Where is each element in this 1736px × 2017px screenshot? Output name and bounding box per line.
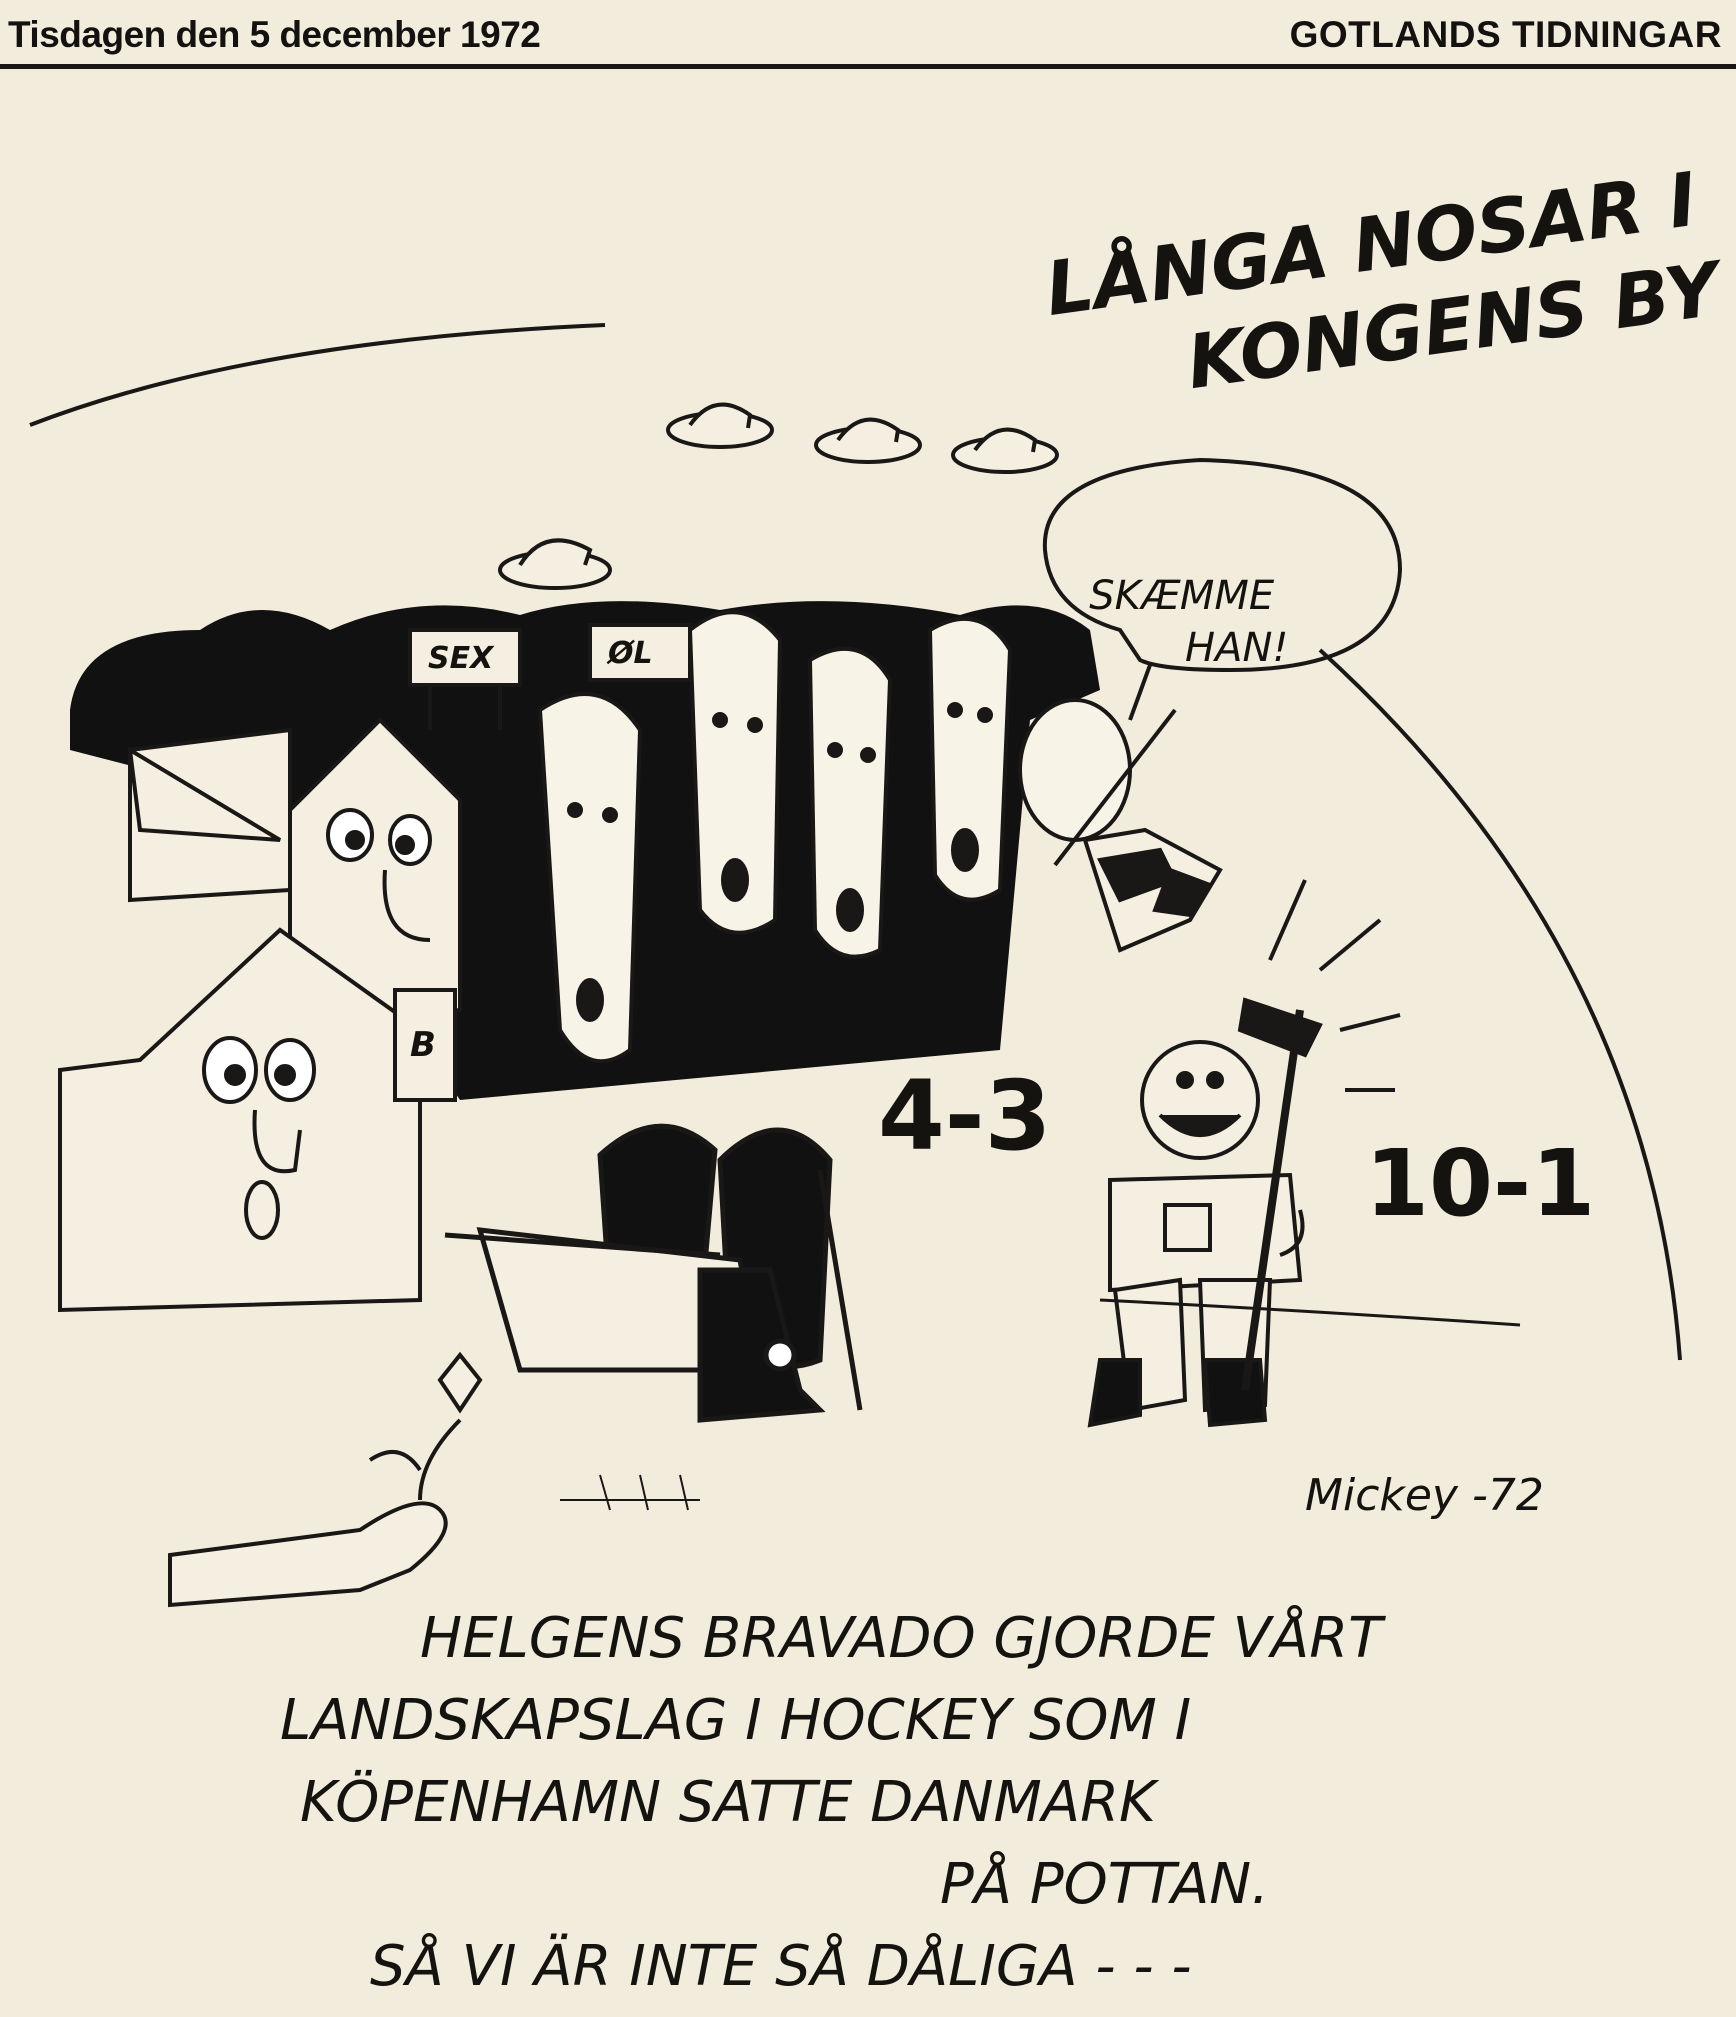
sign-ol-label: ØL <box>608 636 653 671</box>
hand-with-tulip <box>168 1351 483 1608</box>
newspaper-name: GOTLANDS TIDNINGAR <box>1289 14 1722 55</box>
hockey-player <box>1087 997 1323 1428</box>
horizon-arc <box>29 323 606 427</box>
cartoon-caption: HELGENS BRAVADO GJORDE VÅRT LANDSKAPSLAG… <box>270 1598 1382 2017</box>
artist-signature: Mickey -72 <box>1305 1470 1544 1521</box>
cartoon-illustration <box>29 323 1682 1608</box>
danish-flag <box>1053 708 1223 953</box>
masthead-rule <box>0 64 1736 69</box>
masthead: Tisdagen den 5 december 1972 GOTLANDS TI… <box>0 0 1736 69</box>
speech-line-1: SKÆMME <box>1089 573 1275 619</box>
issue-date: Tisdagen den 5 december 1972 <box>8 14 541 55</box>
sign-ol <box>588 623 692 682</box>
score-left: 4-3 <box>878 1060 1052 1172</box>
caption-line-3: KÖPENHAMN SATTE DANMARK <box>300 1770 1156 1835</box>
fallen-skater <box>444 1123 863 1423</box>
rink-arc <box>1318 648 1682 1361</box>
speech-bubble <box>1042 457 1403 673</box>
sign-b <box>393 988 457 1102</box>
spectator-eyes <box>567 702 993 823</box>
house-left-back <box>127 727 292 903</box>
hatch-marks <box>560 1474 700 1511</box>
caption-line-2: LANDSKAPSLAG I HOCKEY SOM I <box>280 1688 1192 1753</box>
speech-bubble-text: SKÆMME HAN! <box>1075 570 1288 674</box>
speech-line-2: HAN! <box>1185 625 1289 671</box>
excitement-lines <box>1268 879 1401 1092</box>
caption-line-1: HELGENS BRAVADO GJORDE VÅRT <box>420 1606 1383 1671</box>
spectator-mouths <box>576 828 979 1022</box>
speech-bubble-tail <box>1128 664 1152 721</box>
house-middle <box>288 717 462 1033</box>
sign-b-label: B <box>410 1025 436 1065</box>
sign-sex <box>408 628 522 730</box>
sign-sex-label: SEX <box>428 641 494 676</box>
ice-line <box>1099 1298 1521 1327</box>
caption-line-5: SÅ VI ÄR INTE SÅ DÅLIGA - - - <box>370 1934 1192 1999</box>
caption-line-6: FAKTISKT! <box>1070 2008 1736 2017</box>
hats <box>498 402 1059 590</box>
score-right: 10-1 <box>1365 1130 1596 1237</box>
caption-line-4: PÅ POTTAN. <box>940 1852 1269 1917</box>
editorial-cartoon: LÅNGA NOSAR I KONGENS BY SKÆMME HAN! SEX… <box>0 70 1736 2017</box>
